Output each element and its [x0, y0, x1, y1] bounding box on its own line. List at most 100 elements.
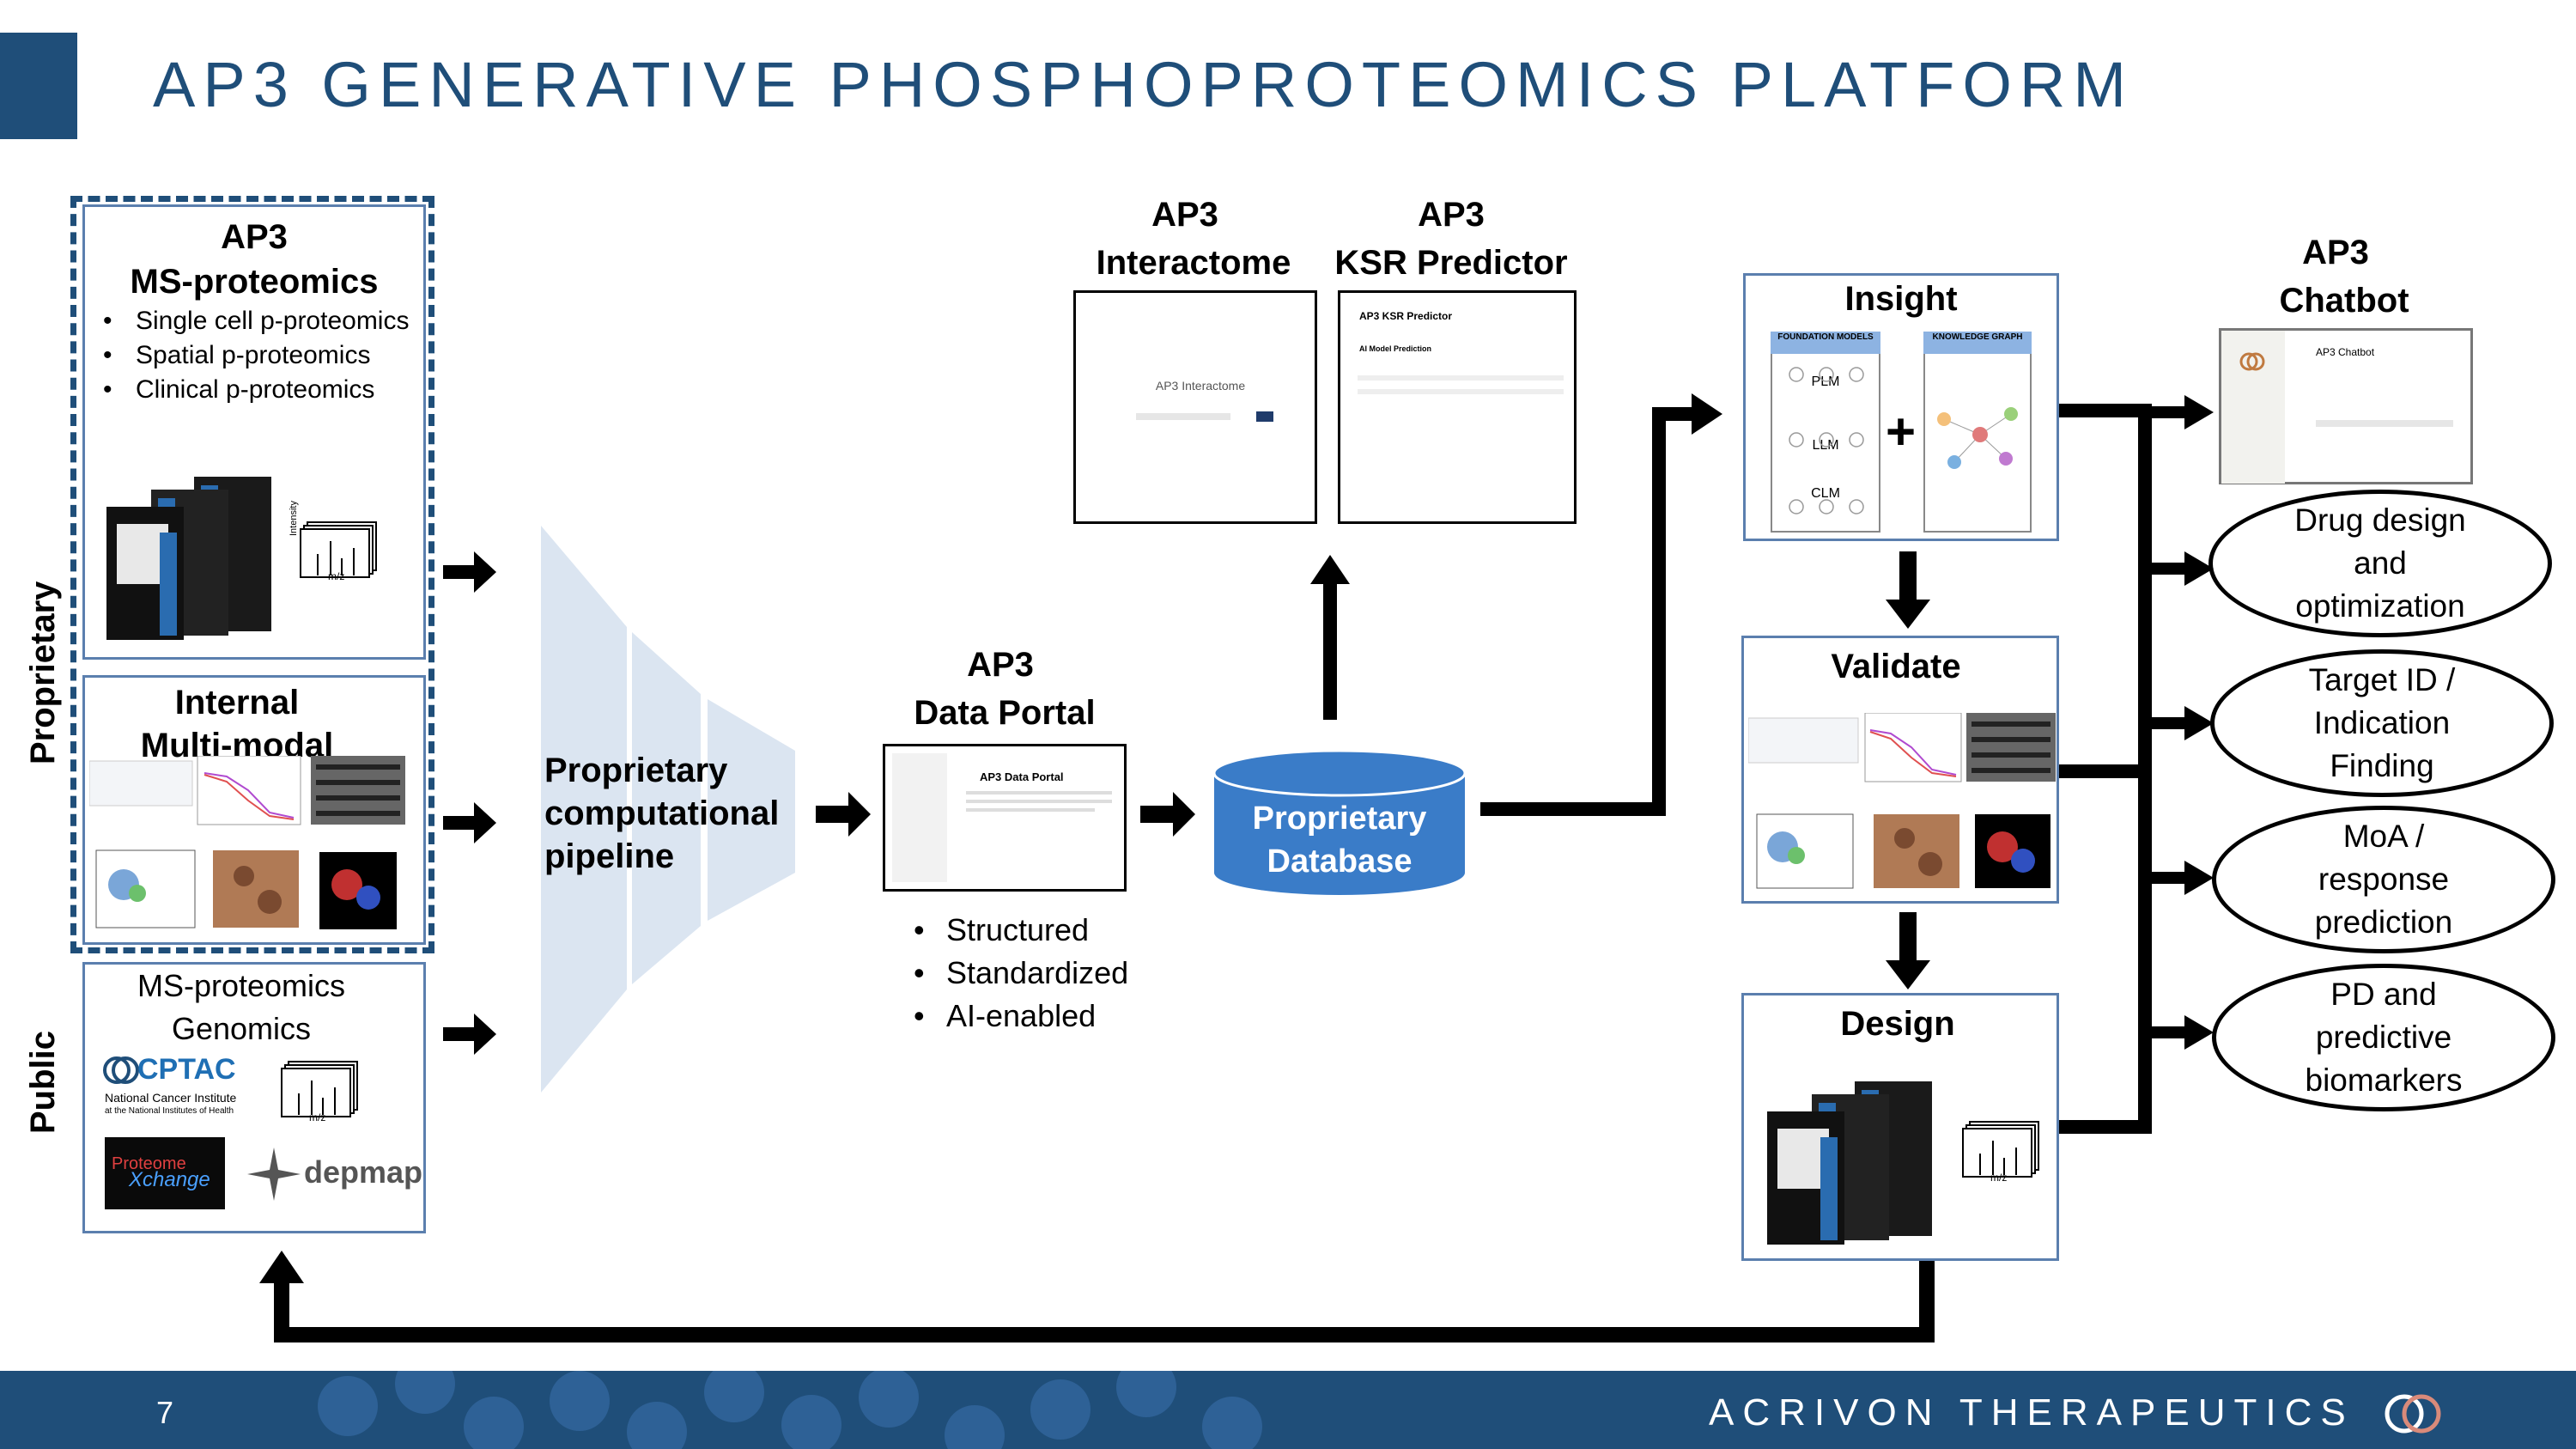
- interactome-screenshot: AP3 Interactome: [1073, 290, 1317, 524]
- intensity-axis-label: Intensity: [289, 501, 299, 536]
- arrow-up-to-tools: [1310, 555, 1350, 720]
- outcome-line: Indication: [2313, 705, 2451, 740]
- ksr-input-row: [1358, 389, 1564, 394]
- outcome-line: MoA /: [2342, 819, 2425, 854]
- ms-proteomics-title-line1: AP3: [221, 218, 288, 256]
- nci-line2: at the National Institutes of Health: [105, 1106, 234, 1116]
- arrow-to-database: [1140, 792, 1195, 837]
- ksr-screenshot: AP3 KSR Predictor AI Model Prediction: [1338, 290, 1577, 524]
- foundation-models-header: FOUNDATION MODELS: [1771, 332, 1880, 354]
- outcome-line: Finding: [2330, 748, 2434, 783]
- footer-bar: [0, 1371, 2576, 1449]
- arrow-insight-to-validate: [1886, 551, 1930, 629]
- depmap-compass-icon: [247, 1148, 301, 1201]
- pipeline-funnel: [541, 526, 795, 1093]
- side-label-proprietary: Proprietary: [24, 581, 62, 764]
- arrow-to-data-portal: [816, 792, 871, 837]
- ms-bullet: Clinical p-proteomics: [103, 373, 409, 407]
- portal-bullet: AI-enabled: [914, 995, 1128, 1038]
- portal-bullet: Standardized: [914, 952, 1128, 995]
- proprietary-group-outline: [70, 196, 434, 953]
- outcome-line: optimization: [2295, 588, 2465, 624]
- database-cylinder-icon: [1212, 749, 1467, 895]
- ms-bullet: Single cell p-proteomics: [103, 304, 409, 338]
- mass-spectrometer-image: [1767, 1081, 1932, 1245]
- page-title: AP3 GENERATIVE PHOSPHOPROTEOMICS PLATFOR…: [153, 49, 2135, 120]
- neural-network-icon: [1789, 367, 1864, 514]
- interactome-shot-title: AP3 Interactome: [1155, 379, 1246, 393]
- mz-axis-label: m/z: [1990, 1172, 2008, 1184]
- knowledge-graph-icon: [1937, 407, 2018, 469]
- spectrum-icon: [281, 1061, 358, 1117]
- interactome-search-button: [1256, 411, 1273, 422]
- spectrum-icon: [1962, 1121, 2039, 1178]
- pipeline-line3: pipeline: [544, 837, 675, 875]
- arrow-validate-to-design: [1886, 912, 1930, 989]
- portal-text-line: [966, 800, 1112, 803]
- cptac-logo-icon: [103, 1056, 139, 1084]
- depmap-logo-text: depmap: [304, 1154, 423, 1190]
- ksr-title-line2: KSR Predictor: [1334, 244, 1568, 282]
- ms-proteomics-title-line2: MS-proteomics: [130, 263, 379, 301]
- chatbot-title-line1: AP3: [2302, 234, 2369, 271]
- portal-bullet: Structured: [914, 909, 1128, 952]
- outcome-line: biomarkers: [2305, 1062, 2463, 1098]
- page-number: 7: [156, 1395, 174, 1430]
- validate-title: Validate: [1831, 648, 1961, 685]
- portal-sidebar: [892, 753, 947, 882]
- data-portal-bullets: Structured Standardized AI-enabled: [914, 909, 1128, 1038]
- outcome-line: and: [2354, 545, 2407, 581]
- portal-shot-title: AP3 Data Portal: [980, 770, 1064, 783]
- mass-spectrometer-image: [106, 477, 271, 640]
- mz-axis-label: m/z: [309, 1111, 326, 1123]
- proteomexchange-logo-bottom: Xchange: [129, 1168, 210, 1191]
- outcome-line: Target ID /: [2308, 662, 2456, 697]
- ksr-shot-subtitle: AI Model Prediction: [1359, 344, 1432, 353]
- spectrum-icon: [300, 521, 377, 578]
- chatbot-title-line2: Chatbot: [2279, 282, 2409, 320]
- data-portal-title-line2: Data Portal: [914, 694, 1096, 732]
- proteomexchange-logo: [105, 1137, 225, 1209]
- chatbot-logo-icon: [2239, 352, 2265, 371]
- internal-title-line1: Internal: [174, 684, 300, 721]
- knowledge-graph-header: KNOWLEDGE GRAPH: [1923, 332, 2032, 354]
- ms-proteomics-bullets: Single cell p-proteomics Spatial p-prote…: [103, 304, 409, 407]
- chatbot-screenshot: AP3 Chatbot: [2219, 328, 2473, 484]
- company-name: ACRIVON THERAPEUTICS: [1709, 1391, 2354, 1434]
- interactome-title-line2: Interactome: [1096, 244, 1291, 282]
- plus-sign: +: [1886, 403, 1917, 460]
- model-label: CLM: [1811, 486, 1840, 501]
- outcome-line: PD and: [2330, 977, 2437, 1012]
- public-line1: MS-proteomics: [137, 968, 346, 1003]
- outcome-line: Drug design: [2294, 502, 2466, 538]
- portal-text-line: [966, 791, 1112, 795]
- multimodal-data-thumbnails: [89, 756, 405, 929]
- interactome-search-bar: [1136, 413, 1230, 420]
- connector-db-to-insight: [1480, 393, 1722, 816]
- ksr-input-row: [1358, 375, 1564, 381]
- database-label: Proprietary Database: [1211, 797, 1468, 883]
- nci-line1: National Cancer Institute: [105, 1091, 237, 1105]
- outcome-line: predictive: [2315, 1020, 2452, 1055]
- pipeline-line1: Proprietary: [544, 752, 728, 789]
- outcome-drug-design: Drug design and optimization: [2208, 490, 2552, 637]
- design-title: Design: [1840, 1005, 1955, 1043]
- interactome-title-line1: AP3: [1151, 196, 1218, 234]
- validation-data-thumbnails: [1748, 713, 2056, 889]
- outcome-line: prediction: [2314, 904, 2453, 940]
- data-portal-screenshot: AP3 Data Portal: [883, 744, 1127, 892]
- insight-title: Insight: [1844, 280, 1958, 318]
- ms-bullet: Spatial p-proteomics: [103, 338, 409, 373]
- output-arrows: [2059, 395, 2214, 1134]
- portal-text-line: [966, 808, 1095, 812]
- outcome-line: response: [2318, 861, 2450, 897]
- chatbot-shot-title: AP3 Chatbot: [2316, 346, 2375, 358]
- data-portal-title-line1: AP3: [967, 646, 1034, 684]
- feedback-loop-arrow: [259, 1251, 1935, 1342]
- proteomexchange-logo-top: Proteome: [112, 1154, 186, 1173]
- side-label-public: Public: [24, 1030, 62, 1134]
- cptac-logo-text: CPTAC: [137, 1053, 236, 1086]
- input-arrows: [443, 551, 496, 1055]
- outcome-target-id: Target ID / Indication Finding: [2210, 649, 2554, 797]
- database-line1: Proprietary: [1252, 801, 1427, 837]
